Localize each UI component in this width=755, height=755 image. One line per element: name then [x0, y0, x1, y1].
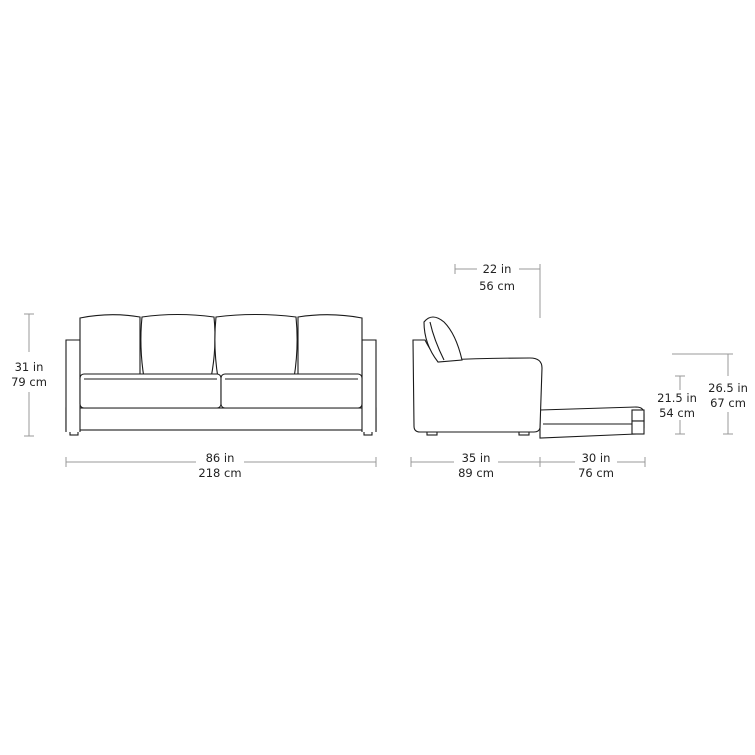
seat-height-cm: 54 cm [659, 406, 695, 420]
front-height-dimension: 31 in 79 cm [11, 313, 47, 437]
front-arm-right [361, 339, 377, 432]
seat-height-dimension: 21.5 in 54 cm [657, 375, 697, 435]
side-view-sofa [412, 316, 645, 439]
side-depth-cm: 89 cm [458, 466, 494, 480]
extension-in: 30 in [582, 451, 611, 465]
back-cushion-3 [214, 313, 298, 379]
side-back-cushion-crease [429, 321, 445, 361]
seat-depth-cm: 56 cm [479, 279, 515, 293]
front-width-dimension: 86 in 218 cm [65, 451, 377, 480]
front-width-in: 86 in [206, 451, 235, 465]
back-cushion-1 [79, 314, 141, 379]
side-depth-dimension: 35 in 89 cm [410, 451, 541, 480]
total-height-in: 26.5 in [708, 381, 748, 395]
extension-end-upper [631, 409, 645, 422]
front-height-cm: 79 cm [11, 375, 47, 389]
seat-depth-in: 22 in [483, 262, 512, 276]
total-height-dimension: 26.5 in 67 cm [672, 353, 748, 435]
front-arm-left [65, 339, 81, 432]
seat-cushion-right [220, 373, 363, 409]
back-cushion-2 [140, 313, 216, 379]
extension-end-lower [631, 420, 645, 435]
side-depth-in: 35 in [462, 451, 491, 465]
total-height-cm: 67 cm [710, 396, 746, 410]
seat-depth-dimension: 22 in 56 cm [454, 262, 541, 318]
side-back-cushion [423, 316, 463, 363]
extension-platform [539, 406, 645, 439]
extension-dimension: 30 in 76 cm [540, 451, 646, 480]
front-width-cm: 218 cm [198, 466, 241, 480]
seat-height-in: 21.5 in [657, 391, 697, 405]
front-height-in: 31 in [15, 360, 44, 374]
back-cushion-4 [297, 314, 363, 379]
front-base [65, 407, 377, 431]
front-view-sofa [65, 313, 377, 436]
extension-cm: 76 cm [578, 466, 614, 480]
